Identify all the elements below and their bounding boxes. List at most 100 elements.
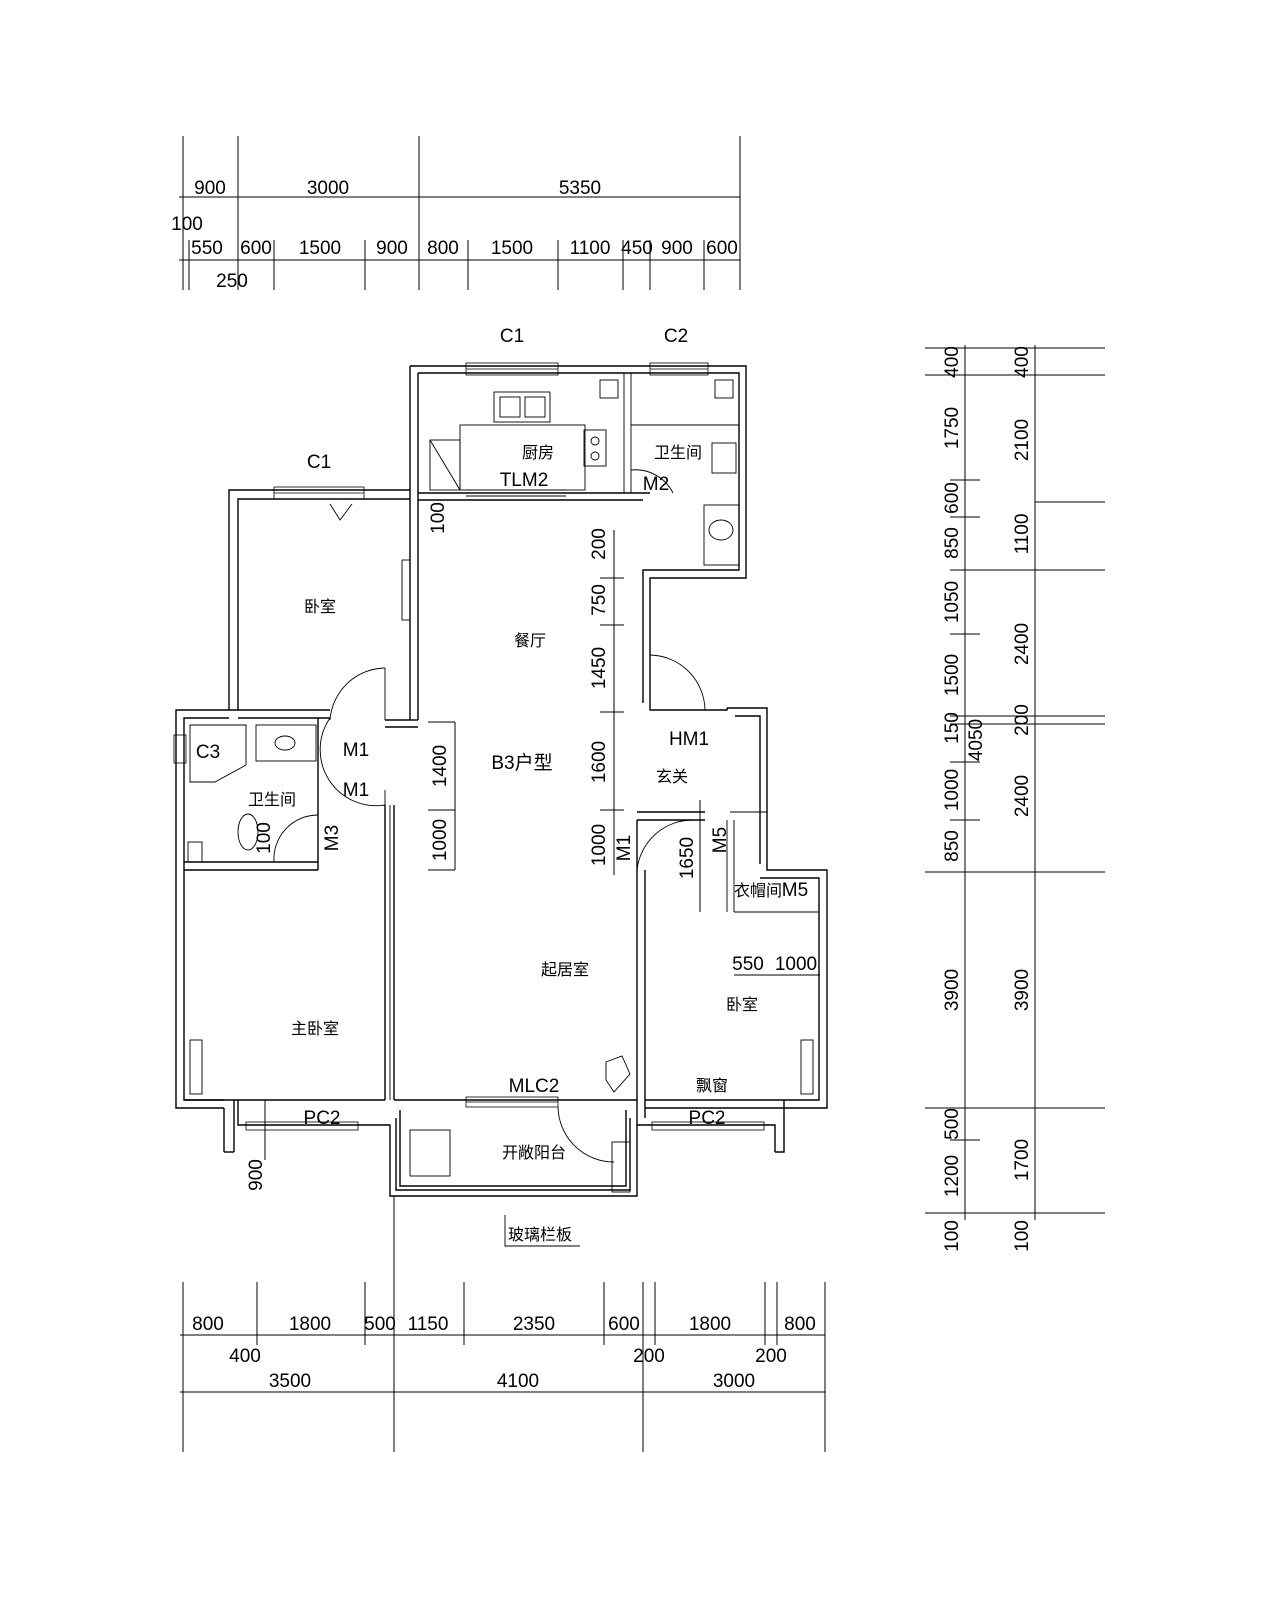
dim-right-1100: 1100 <box>1012 514 1033 555</box>
dim-top-900: 900 <box>194 178 226 199</box>
dim-inner-900: 900 <box>246 1159 267 1191</box>
dim-top-250: 250 <box>216 271 248 292</box>
interior-walls <box>184 373 819 1125</box>
dim-inner-1400: 1400 <box>430 745 451 787</box>
room-bath-left: 卫生间 <box>248 790 296 809</box>
right-dimension-chain: 400 1750 600 850 1050 1500 150 4050 1000… <box>925 345 1105 1252</box>
dim-right-100b: 100 <box>1012 1220 1033 1252</box>
dim-top-1500b: 1500 <box>491 238 533 259</box>
dim-right-1700: 1700 <box>1012 1139 1033 1181</box>
label-c3: C3 <box>196 742 220 763</box>
dim-bottom-1800b: 1800 <box>689 1314 731 1335</box>
dim-inner-1600: 1600 <box>589 741 610 783</box>
label-hm1: HM1 <box>669 729 709 750</box>
dim-bottom-200b: 200 <box>755 1346 787 1367</box>
dim-top-100: 100 <box>171 214 203 235</box>
dim-top-450: 450 <box>621 238 653 259</box>
room-bedroom-top: 卧室 <box>304 597 336 616</box>
windows <box>173 362 765 1131</box>
dim-bottom-800b: 800 <box>784 1314 816 1335</box>
room-kitchen: 厨房 <box>522 443 554 462</box>
dim-right-2400a: 2400 <box>1012 623 1033 665</box>
dim-right-200: 200 <box>1012 704 1033 736</box>
dim-right-850b: 850 <box>942 830 963 862</box>
dim-right-850a: 850 <box>942 527 963 559</box>
window-label-c2-top: C2 <box>664 326 688 347</box>
dim-bottom-800a: 800 <box>192 1314 224 1335</box>
dim-bottom-1800a: 1800 <box>289 1314 331 1335</box>
dim-inner-1000c: 1000 <box>430 819 451 861</box>
dim-right-1750: 1750 <box>942 407 963 449</box>
dim-top-600b: 600 <box>706 238 738 259</box>
dim-bottom-200a: 200 <box>633 1346 665 1367</box>
dim-top-1100: 1100 <box>570 238 611 259</box>
dim-bottom-1150: 1150 <box>408 1314 449 1335</box>
room-entrance: 玄关 <box>656 767 688 786</box>
label-m5-a: M5 <box>710 827 731 853</box>
dim-right-2100: 2100 <box>1012 419 1033 461</box>
window-label-c1-left: C1 <box>307 452 331 473</box>
dim-top-900b: 900 <box>376 238 408 259</box>
room-cloakroom: 衣帽间 <box>734 881 782 900</box>
dim-top-1500a: 1500 <box>299 238 341 259</box>
dim-right-2400b: 2400 <box>1012 775 1033 817</box>
room-living: 起居室 <box>541 960 589 979</box>
label-m5-b: M5 <box>782 880 808 901</box>
dim-inner-1000a: 1000 <box>589 824 610 866</box>
room-balcony: 开敞阳台 <box>502 1143 566 1162</box>
dim-inner-1450: 1450 <box>589 647 610 689</box>
dim-right-100a: 100 <box>942 1220 963 1252</box>
window-label-c1-top: C1 <box>500 326 524 347</box>
dim-top-5350: 5350 <box>559 178 601 199</box>
dim-bottom-600: 600 <box>608 1314 640 1335</box>
dim-inner-200: 200 <box>589 528 610 560</box>
bottom-dimension-chain: 800 1800 500 1150 2350 600 1800 800 400 … <box>180 1196 826 1452</box>
label-m3: M3 <box>322 825 343 851</box>
dim-right-4050: 4050 <box>966 719 987 761</box>
dim-right-600: 600 <box>942 482 963 514</box>
dim-bottom-2350: 2350 <box>513 1314 555 1335</box>
dim-right-3900a: 3900 <box>942 969 963 1011</box>
fixtures <box>187 379 814 1193</box>
label-glass-rail: 玻璃栏板 <box>508 1225 572 1244</box>
dim-inner-1650: 1650 <box>677 837 698 879</box>
dim-bottom-400: 400 <box>229 1346 261 1367</box>
dim-right-1000: 1000 <box>942 769 963 811</box>
dim-top-800: 800 <box>427 238 459 259</box>
label-tlm2: TLM2 <box>500 470 549 491</box>
dim-right-1200: 1200 <box>942 1155 963 1197</box>
label-m1-b: M1 <box>343 780 369 801</box>
dim-bottom-500: 500 <box>364 1314 396 1335</box>
room-bath-top: 卫生间 <box>654 443 702 462</box>
dim-bottom-3000: 3000 <box>713 1371 755 1392</box>
label-m1-a: M1 <box>343 740 369 761</box>
dim-top-900c: 900 <box>661 238 693 259</box>
opening-labels: TLM2 M2 C3 M1 M1 M3 M1 M5 M5 HM1 B3户型 ML… <box>196 470 808 1129</box>
dim-right-1050: 1050 <box>942 581 963 623</box>
dim-bottom-4100: 4100 <box>497 1371 539 1392</box>
dim-top-600a: 600 <box>240 238 272 259</box>
dim-inner-100-bath: 100 <box>254 822 275 854</box>
inner-dimensions: 200 750 1450 1600 1000 1650 550 1000 140… <box>246 502 820 1191</box>
dim-inner-550: 550 <box>732 954 764 975</box>
label-m2: M2 <box>643 474 669 495</box>
dim-top-3000: 3000 <box>307 178 349 199</box>
label-unit-type: B3户型 <box>491 752 552 774</box>
dim-right-1500: 1500 <box>942 654 963 696</box>
label-pc2-right: PC2 <box>689 1108 726 1129</box>
dim-inner-750: 750 <box>589 584 610 616</box>
room-bay-window: 飘窗 <box>696 1076 728 1095</box>
exterior-walls <box>175 365 828 1197</box>
label-mlc2: MLC2 <box>509 1076 560 1097</box>
dim-bottom-3500: 3500 <box>269 1371 311 1392</box>
label-pc2-left: PC2 <box>304 1108 341 1129</box>
label-m1-right: M1 <box>614 835 635 861</box>
room-master: 主卧室 <box>291 1019 339 1038</box>
room-bedroom-right: 卧室 <box>726 995 758 1014</box>
dim-inner-1000b: 1000 <box>775 954 817 975</box>
dim-right-400b: 400 <box>1012 346 1033 378</box>
doors <box>273 469 706 1163</box>
dim-inner-100: 100 <box>428 502 449 534</box>
dim-right-3900b: 3900 <box>1012 969 1033 1011</box>
